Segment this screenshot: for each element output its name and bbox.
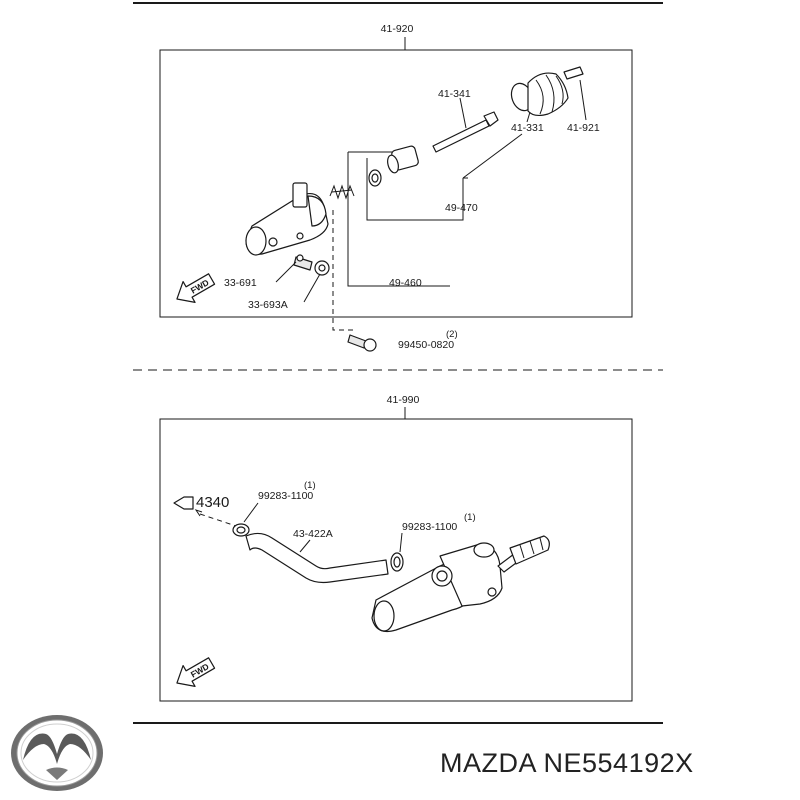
push-rod [432,111,499,153]
label-41-921: 41-921 [567,122,600,134]
label-99450-0820: 99450-0820 [398,339,454,351]
label-hose: 43-422A [293,528,333,540]
brand-part-number: MAZDA NE554192X [440,748,694,778]
top-frame [159,49,633,318]
fwd-arrow-icon: FWD [176,657,216,687]
piston [368,145,419,187]
fwd-arrow-icon: FWD [176,273,216,303]
top-section: 41-920 [159,23,633,352]
hose-clamp-right [390,552,404,572]
bottom-frame [159,418,633,702]
slave-cylinder [245,182,329,256]
label-41-341: 41-341 [438,88,471,100]
label-41-331: 41-331 [511,122,544,134]
hose-clamp-left [232,523,250,537]
label-clamp-b: 99283-1100 [402,521,457,533]
label-99450-qty: (2) [446,329,458,340]
label-33-693a: 33-693A [248,299,288,311]
label-clamp-a: 99283-1100 [258,490,313,502]
label-49-460: 49-460 [389,277,422,289]
label-clamp-b-qty: (1) [464,512,476,523]
kit-bracket-49460 [347,152,450,287]
mounting-bolt [347,334,377,352]
top-assembly-label: 41-920 [381,23,414,35]
master-cylinder [371,535,550,633]
bottom-assembly-label: 41-990 [387,394,420,406]
clutch-hose [245,532,389,584]
spring [329,184,355,200]
ref-4340: 4340 [196,494,229,511]
dust-boot [510,72,569,117]
kit-bracket-49470 [366,158,464,221]
bleeder-cap [314,260,330,276]
reference-pointer-icon [173,496,194,510]
label-clamp-a-qty: (1) [304,480,316,491]
bottom-section: 41-990 4340 [159,394,633,702]
label-49-470: 49-470 [445,202,478,214]
label-33-691: 33-691 [224,277,257,289]
bleeder-screw [293,254,313,271]
pin [563,66,584,80]
mazda-logo-icon [11,715,103,791]
